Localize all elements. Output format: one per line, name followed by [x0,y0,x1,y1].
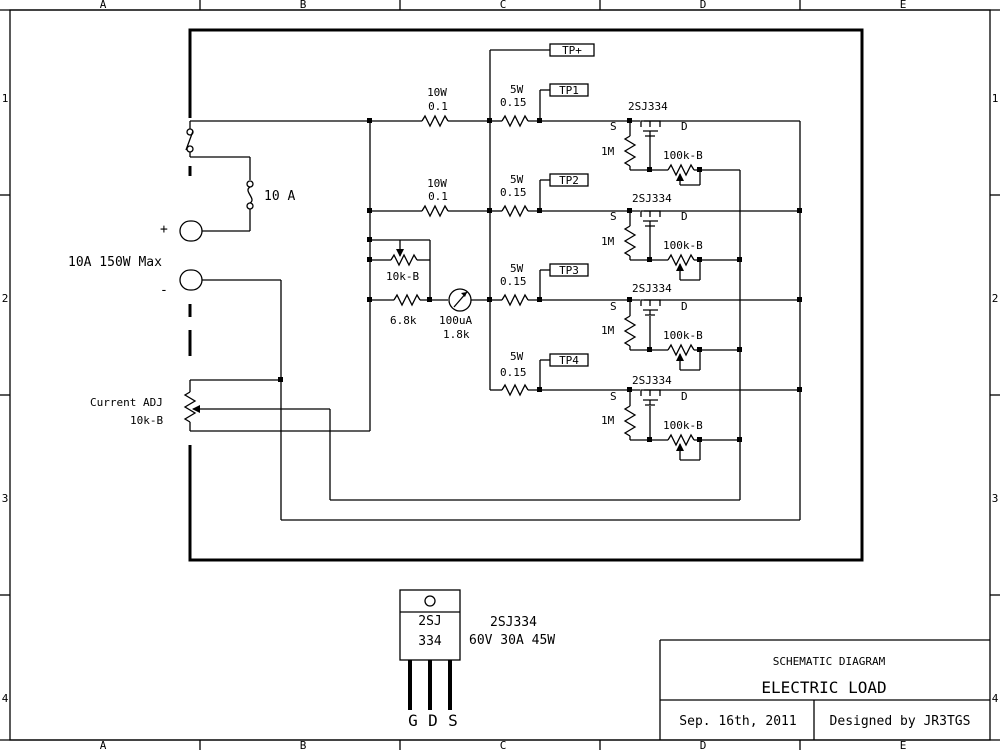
title-block: SCHEMATIC DIAGRAM ELECTRIC LOAD Sep. 16t… [659,639,990,740]
title-block-kind: SCHEMATIC DIAGRAM [773,655,886,668]
stage-4-pot-label: 100k-B [663,419,703,432]
stage-1-resistor-power: 5W [510,83,524,96]
test-point-tp4-label: TP4 [559,354,579,367]
stage-2-resistor-power: 5W [510,173,524,186]
column-label-d-bottom: D [700,739,707,750]
stage-3-pot-label: 100k-B [663,329,703,342]
test-point-tp2-label: TP2 [559,174,579,187]
stage-2-resistor-value: 0.15 [500,186,527,199]
column-label-b: B [300,0,307,11]
input-rating-label: 10A 150W Max [68,255,162,270]
package-line-1: 2SJ [418,614,441,629]
test-point-tp-plus-label: TP+ [562,44,582,57]
mosfet-stage-1: 5W 0.15 TP1 2SJ334 S D 1M 100k-B [490,83,800,186]
mosfet-stage-4: 5W 0.15 TP4 2SJ334 S D 1M 100k-B [490,350,802,461]
meter-series-label: 6.8k [390,314,417,327]
package-pin-s: S [448,711,458,730]
package-pin-g: G [408,711,418,730]
row-label-2-right: 2 [992,292,999,305]
enclosure-outline [188,28,864,562]
column-label-c-bottom: C [500,739,507,750]
package-spec-label: 60V 30A 45W [469,633,555,648]
input-section: 10 A + - 10A 150W Max [68,120,370,298]
positive-terminal: + [160,220,203,242]
stage-3-mosfet-label: 2SJ334 [632,282,672,295]
stage-2-gate-resistor-label: 1M [601,235,615,248]
column-label-c: C [500,0,507,11]
stage-1-source-label: S [610,120,617,133]
column-label-e: E [900,0,907,11]
to220-package: 2SJ 334 G D S 2SJ334 60V 30A 45W [399,589,555,730]
left-bus [367,118,372,431]
row-label-4: 4 [2,692,9,705]
current-adjust-pot: Current ADJ 10k-B [90,379,370,500]
column-label-e-bottom: E [900,739,907,750]
negative-terminal: - [160,269,281,298]
stage-1-pot-label: 100k-B [663,149,703,162]
stage-3-gate-resistor-label: 1M [601,324,615,337]
title-block-designer: Designed by JR3TGS [830,714,971,729]
meter-trim-label: 10k-B [386,270,419,283]
title-block-title: ELECTRIC LOAD [761,678,886,697]
meter-label: 100uA [439,314,472,327]
positive-terminal-label: + [160,222,168,237]
row-label-2: 2 [2,292,9,305]
power-switch [185,120,370,180]
main-resistor-1: 10W 0.1 [370,86,490,128]
fuse: 10 A [202,180,295,232]
current-adjust-label: Current ADJ [90,396,163,409]
fuse-rating-label: 10 A [264,189,295,204]
stage-3-source-label: S [610,300,617,313]
stage-4-resistor-value: 0.15 [500,366,527,379]
stage-1-resistor-value: 0.15 [500,96,527,109]
stage-4-drain-label: D [681,390,688,403]
stage-2-drain-label: D [681,210,688,223]
meter-resistance-label: 1.8k [443,328,470,341]
title-block-date: Sep. 16th, 2011 [679,714,796,729]
stage-3-drain-label: D [681,300,688,313]
stage-1-drain-label: D [681,120,688,133]
row-label-3-right: 3 [992,492,999,505]
stage-2-pot-label: 100k-B [663,239,703,252]
column-label-d: D [700,0,707,11]
stage-2-source-label: S [610,210,617,223]
stage-3-resistor-power: 5W [510,262,524,275]
package-line-2: 334 [418,634,442,649]
meter-circuit: 10k-B 6.8k 100uA 1.8k [367,237,490,341]
row-label-3: 3 [2,492,9,505]
package-part-label: 2SJ334 [490,615,537,630]
row-label-1-right: 1 [992,92,999,105]
main-resistor-1-value: 0.1 [428,100,448,113]
stage-4-mosfet-label: 2SJ334 [632,374,672,387]
stage-4-source-label: S [610,390,617,403]
test-point-tp-plus: TP+ [549,43,595,57]
stage-1-mosfet-label: 2SJ334 [628,100,668,113]
stage-3-resistor-value: 0.15 [500,275,527,288]
return-wires [278,121,801,521]
main-resistor-2: 10W 0.1 [370,177,490,218]
current-adjust-value: 10k-B [130,414,163,427]
column-label-a-bottom: A [100,739,107,750]
main-resistor-1-power: 10W [427,86,447,99]
mosfet-stage-2: 5W 0.15 TP2 2SJ334 S D 1M 100k-B [490,173,802,281]
mosfet-stage-3: 5W 0.15 TP3 2SJ334 S D 1M 100k-B [490,262,802,371]
stage-4-gate-resistor-label: 1M [601,414,615,427]
main-resistor-2-value: 0.1 [428,190,448,203]
stage-4-resistor-power: 5W [510,350,524,363]
stage-1-gate-resistor-label: 1M [601,145,615,158]
main-resistor-2-power: 10W [427,177,447,190]
center-bus [487,49,550,390]
negative-terminal-label: - [160,283,168,298]
column-label-b-bottom: B [300,739,307,750]
test-point-tp1-label: TP1 [559,84,579,97]
test-point-tp3-label: TP3 [559,264,579,277]
row-label-1: 1 [2,92,9,105]
row-label-4-right: 4 [992,692,999,705]
package-pin-d: D [428,711,438,730]
stage-2-mosfet-label: 2SJ334 [632,192,672,205]
column-label-a: A [100,0,107,11]
